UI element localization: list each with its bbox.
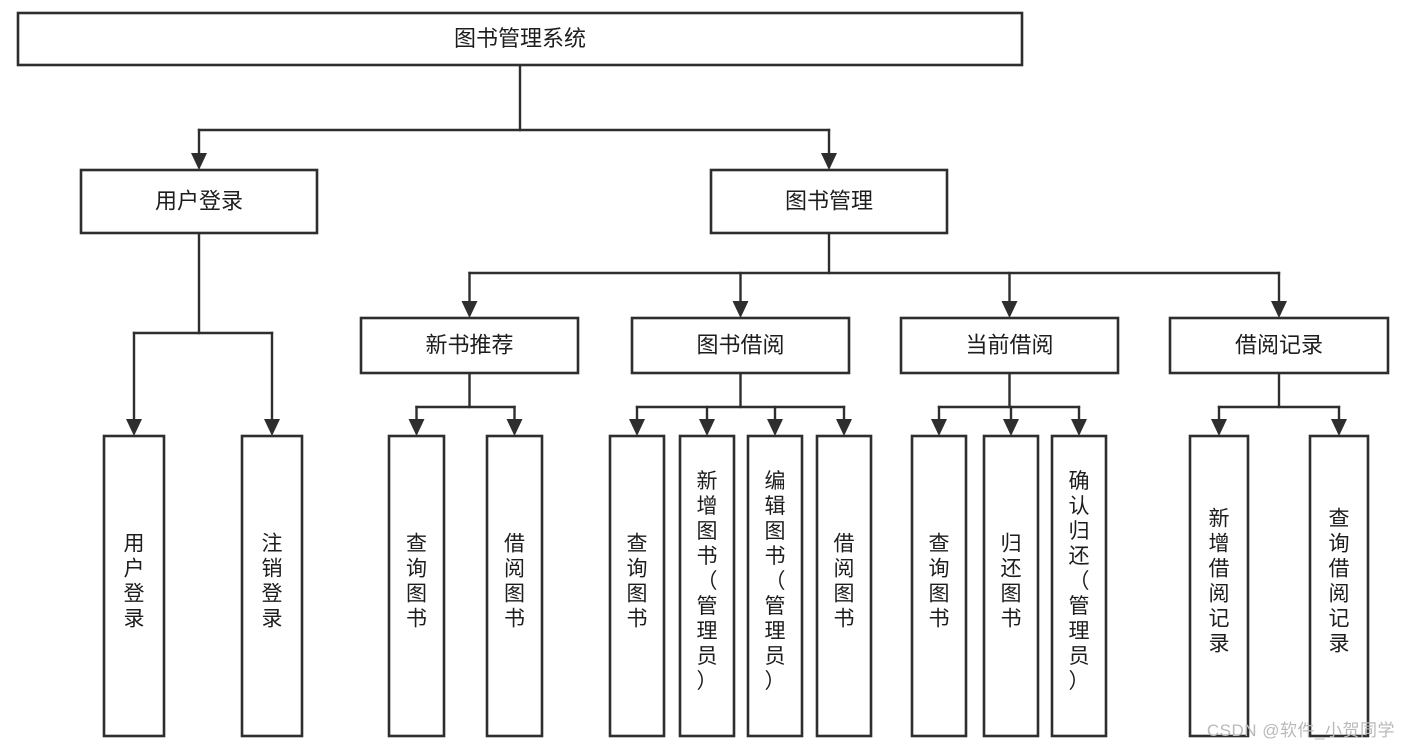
arrow-head-icon (264, 419, 280, 436)
arrow-head-icon (126, 419, 142, 436)
node-user-login-label: 用户登录 (155, 188, 243, 213)
node-leaf-add-book[interactable]: 新增图书（管理员） (678, 434, 736, 738)
arrow-head-icon (1211, 419, 1227, 436)
node-leaf-query-book-2-label: 查询图书 (627, 533, 648, 631)
node-leaf-confirm-return[interactable]: 确认归还（管理员） (1050, 434, 1108, 738)
node-book-borrow-label: 图书借阅 (696, 332, 784, 357)
node-leaf-borrow-book-2-box (815, 434, 873, 738)
arrow-head-icon (461, 301, 478, 318)
arrow-head-icon (1271, 301, 1287, 318)
node-leaf-return-book-box (982, 434, 1040, 738)
node-leaf-add-record-label: 新增借阅记录 (1209, 508, 1230, 656)
node-book-management-box (709, 168, 949, 235)
node-leaf-add-record-box (1188, 434, 1250, 738)
node-leaf-query-record-box (1308, 434, 1370, 738)
arrow-head-icon (931, 419, 947, 436)
node-current-borrow[interactable]: 当前借阅 (899, 316, 1120, 375)
node-leaf-return-book[interactable]: 归还图书 (982, 434, 1040, 738)
node-leaf-borrow-book-1[interactable]: 借阅图书 (485, 434, 544, 738)
node-leaf-edit-book-box (746, 434, 804, 738)
node-borrow-record-label: 借阅记录 (1235, 332, 1323, 357)
arrow-head-icon (506, 419, 523, 436)
csdn-watermark: CSDN @软件_小贺同学 (1206, 721, 1395, 740)
arrow-head-icon (821, 153, 837, 170)
node-leaf-edit-book-label: 编辑图书（管理员） (765, 470, 786, 693)
node-leaf-user-login-label: 用户登录 (124, 533, 145, 631)
node-root[interactable]: 图书管理系统 (16, 11, 1024, 67)
node-leaf-logout-label: 注销登录 (262, 533, 283, 631)
arrow-head-icon (408, 419, 425, 436)
node-leaf-borrow-book-2[interactable]: 借阅图书 (815, 434, 873, 738)
node-new-book-recommend-label: 新书推荐 (425, 332, 513, 357)
node-leaf-confirm-return-label: 确认归还（管理员） (1069, 470, 1090, 693)
arrow-head-icon (1001, 301, 1018, 318)
node-book-management[interactable]: 图书管理 (709, 168, 949, 235)
node-borrow-record-box (1168, 316, 1390, 375)
node-leaf-query-record-label: 查询借阅记录 (1329, 508, 1350, 656)
node-leaf-add-book-box (678, 434, 736, 738)
node-new-book-recommend-box (359, 316, 580, 375)
node-book-borrow[interactable]: 图书借阅 (630, 316, 851, 375)
node-leaf-query-record[interactable]: 查询借阅记录 (1308, 434, 1370, 738)
node-leaf-return-book-label: 归还图书 (1001, 533, 1022, 631)
node-leaf-query-book-1-label: 查询图书 (406, 533, 427, 631)
node-borrow-record[interactable]: 借阅记录 (1168, 316, 1390, 375)
node-leaf-borrow-book-1-box (485, 434, 544, 738)
node-book-borrow-box (630, 316, 851, 375)
node-leaf-borrow-book-1-label: 借阅图书 (504, 533, 525, 631)
arrow-head-icon (836, 419, 852, 436)
arrow-head-icon (1331, 419, 1347, 436)
node-leaf-query-book-2-box (608, 434, 666, 738)
node-root-label: 图书管理系统 (454, 26, 586, 51)
arrow-head-icon (699, 419, 715, 436)
node-leaf-query-book-1-box (387, 434, 446, 738)
connectors-layer (126, 63, 1347, 436)
node-current-borrow-box (899, 316, 1120, 375)
node-leaf-user-login-box (102, 434, 166, 738)
node-current-borrow-label: 当前借阅 (965, 332, 1053, 357)
node-user-login[interactable]: 用户登录 (79, 168, 319, 235)
arrow-head-icon (767, 419, 783, 436)
node-leaf-query-book-3-box (910, 434, 968, 738)
node-book-management-label: 图书管理 (785, 188, 873, 213)
node-leaf-query-book-1[interactable]: 查询图书 (387, 434, 446, 738)
node-new-book-recommend[interactable]: 新书推荐 (359, 316, 580, 375)
node-leaf-confirm-return-box (1050, 434, 1108, 738)
node-leaf-borrow-book-2-label: 借阅图书 (834, 533, 855, 631)
node-leaf-edit-book[interactable]: 编辑图书（管理员） (746, 434, 804, 738)
arrow-head-icon (191, 153, 207, 170)
node-leaf-add-record[interactable]: 新增借阅记录 (1188, 434, 1250, 738)
node-leaf-add-book-label: 新增图书（管理员） (697, 470, 718, 693)
node-leaf-query-book-3[interactable]: 查询图书 (910, 434, 968, 738)
arrow-head-icon (1071, 419, 1087, 436)
node-leaf-user-login[interactable]: 用户登录 (102, 434, 166, 738)
nodes-layer: 图书管理系统用户登录图书管理新书推荐图书借阅当前借阅借阅记录用户登录注销登录查询… (16, 11, 1390, 738)
arrow-head-icon (1003, 419, 1019, 436)
node-leaf-query-book-3-label: 查询图书 (929, 533, 950, 631)
node-leaf-logout-box (240, 434, 304, 738)
node-leaf-logout[interactable]: 注销登录 (240, 434, 304, 738)
node-root-box (16, 11, 1024, 67)
node-user-login-box (79, 168, 319, 235)
arrow-head-icon (732, 301, 749, 318)
arrow-head-icon (629, 419, 645, 436)
node-leaf-query-book-2[interactable]: 查询图书 (608, 434, 666, 738)
